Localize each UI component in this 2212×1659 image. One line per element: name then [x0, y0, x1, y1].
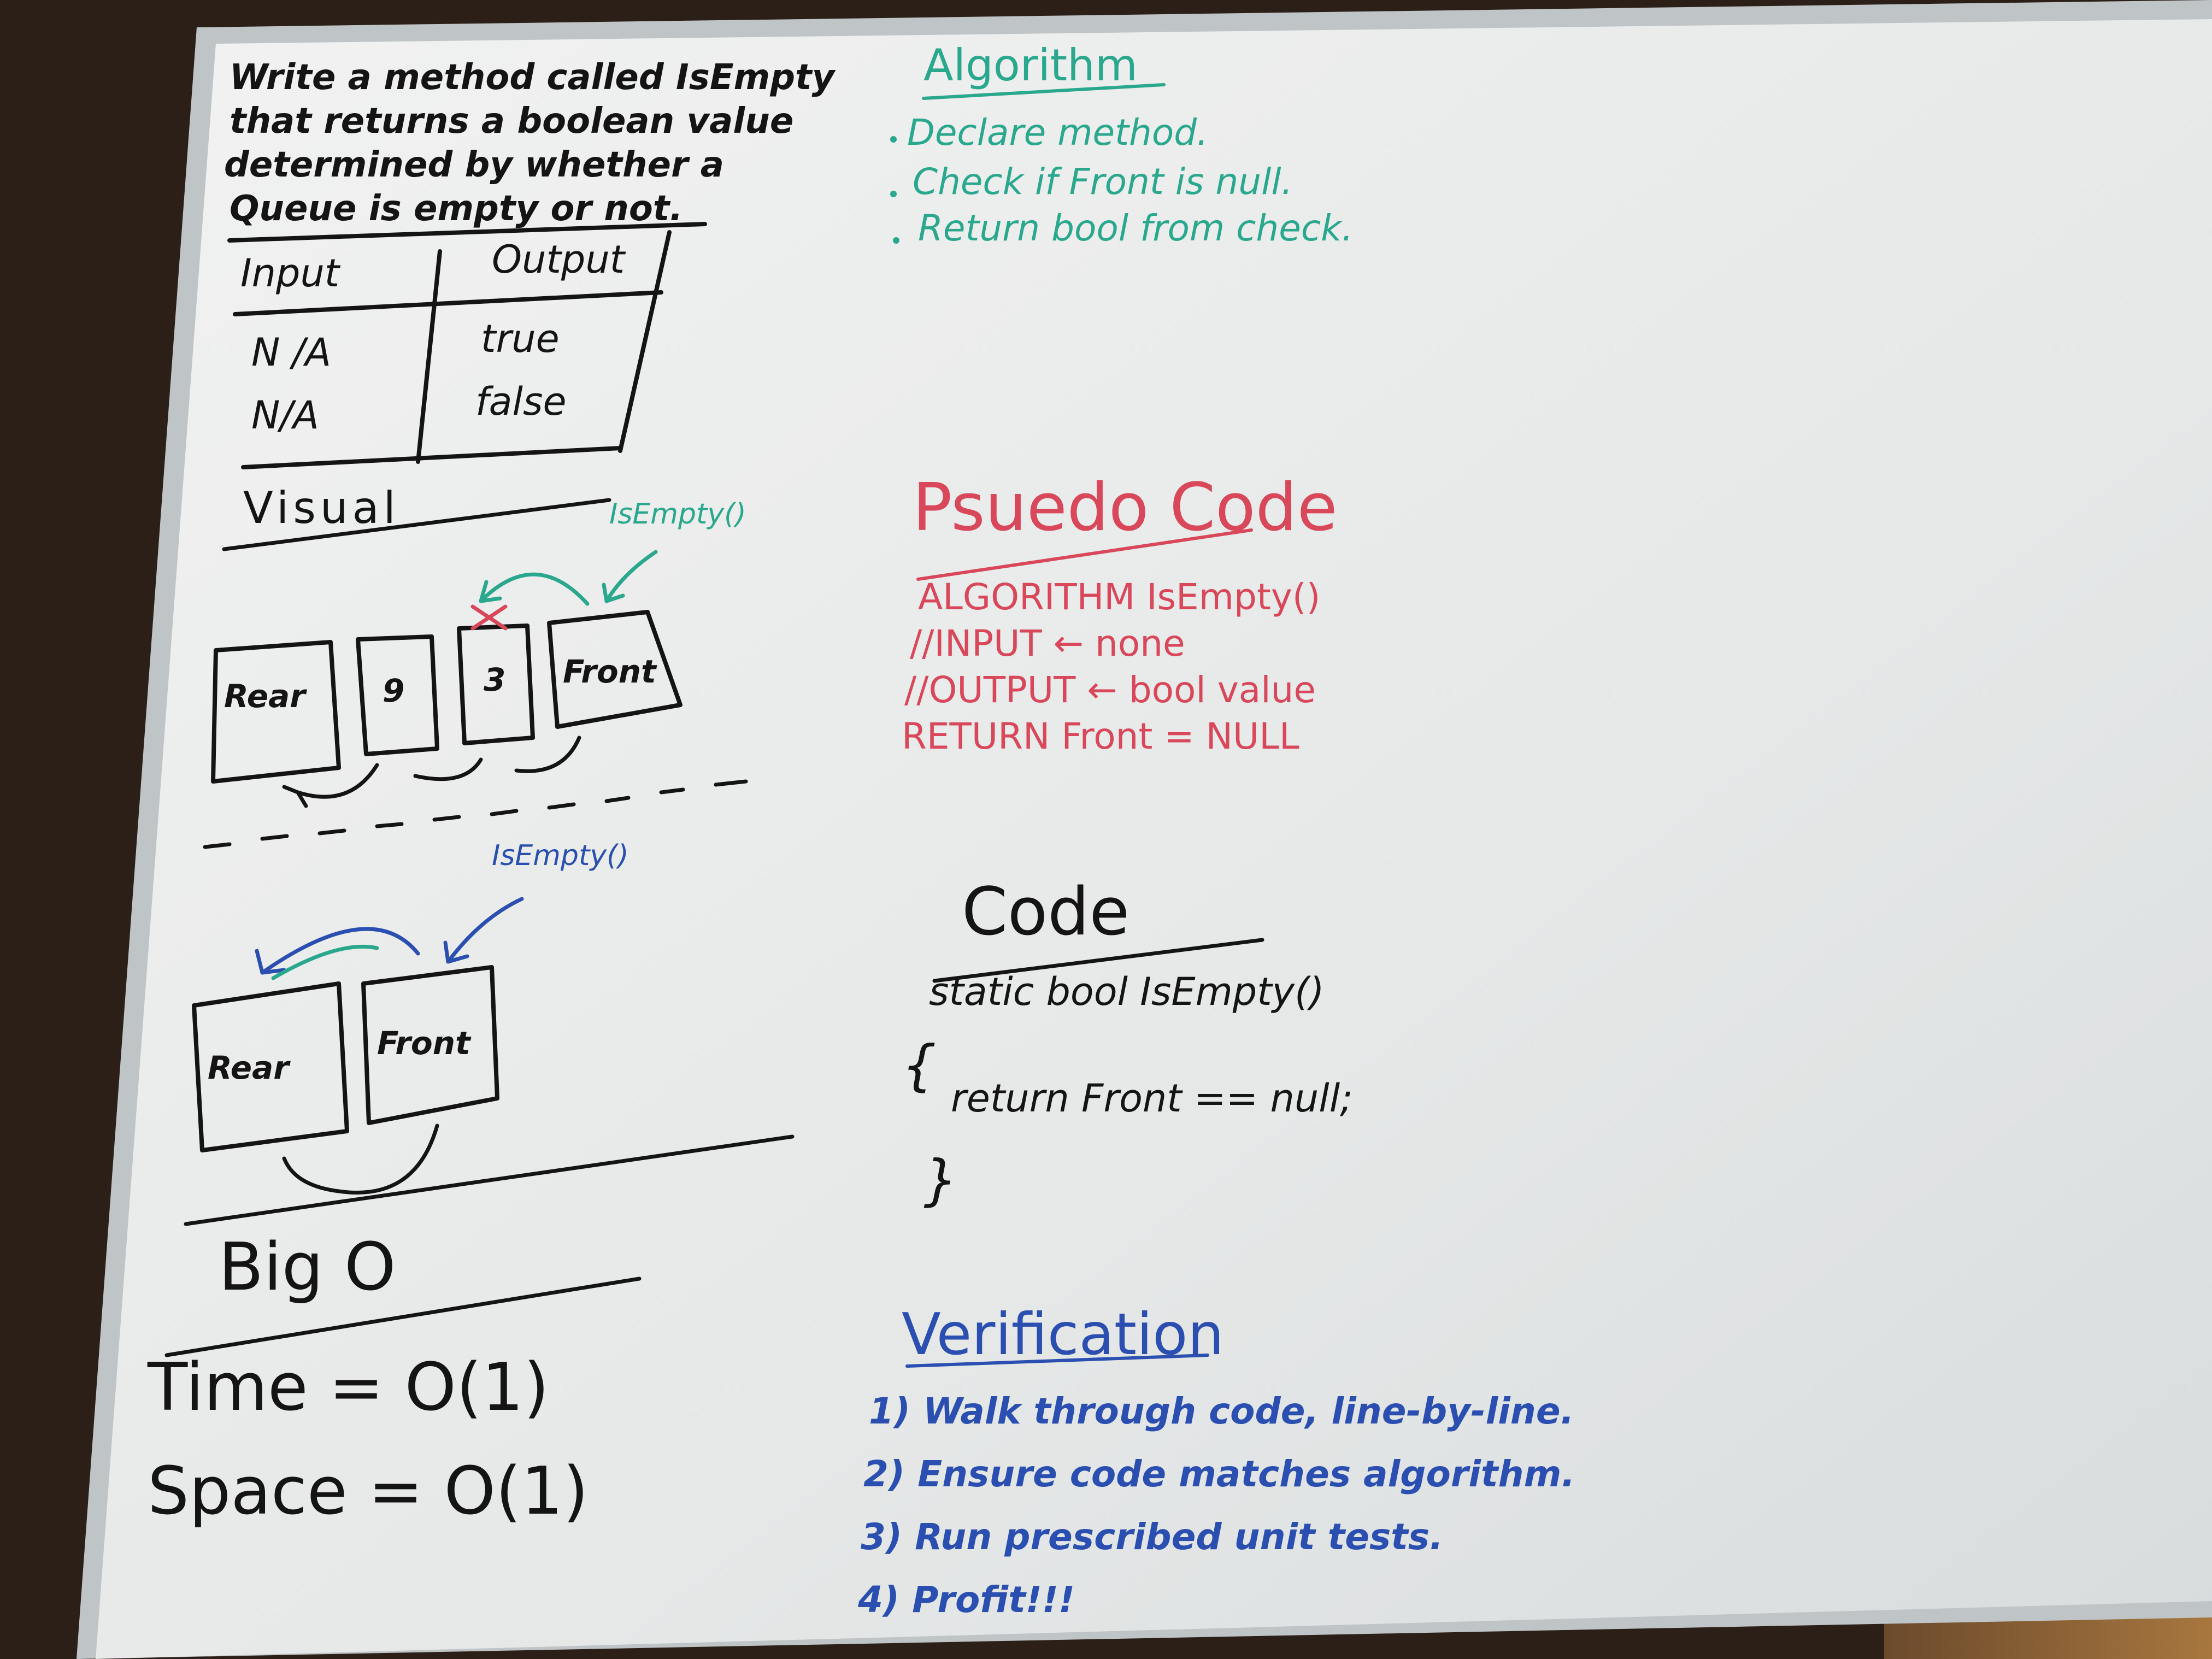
table-cell: N/A [251, 393, 319, 438]
big-o-space: Space = O(1) [148, 1454, 589, 1529]
diagram1-node-front [547, 610, 683, 729]
problem-line: that returns a boolean value [230, 101, 794, 142]
problem-line: Write a method called IsEmpty [230, 57, 835, 98]
algorithm-step: Check if Front is null. [913, 161, 1293, 203]
visual-heading: Visual [243, 483, 400, 533]
diagram2-label-front: Front [377, 1025, 470, 1062]
problem-line: determined by whether a [224, 145, 724, 185]
pseudo-heading: Psuedo Code [913, 470, 1338, 546]
code-heading: Code [962, 874, 1130, 950]
verification-step: 2) Ensure code matches algorithm. [863, 1453, 1575, 1495]
diagram1-next-arrows [282, 736, 581, 808]
table-header-input: Input [240, 251, 340, 296]
diagram1-label-3: 3 [484, 661, 506, 698]
diagram1-label-9: 9 [383, 672, 405, 709]
pseudo-line: RETURN Front = NULL [902, 715, 1299, 757]
diagram2-call-label: IsEmpty() [492, 839, 629, 872]
diagram2-call-arrows [255, 897, 524, 980]
code-line: { [902, 1033, 937, 1097]
algorithm-step: Declare method. [907, 111, 1209, 154]
table-cell: N /A [251, 330, 332, 375]
table-cell: true [481, 316, 560, 361]
code-line: static bool IsEmpty() [929, 969, 1325, 1014]
code-line: return Front == null; [951, 1076, 1353, 1121]
diagram1-call-label: IsEmpty() [609, 498, 746, 531]
algorithm-heading: Algorithm [923, 40, 1138, 91]
diagram2-boxes [192, 965, 499, 1152]
table-header-output: Output [492, 237, 625, 282]
verification-step: 1) Walk through code, line-by-line. [869, 1390, 1574, 1432]
diagram2-next-arrow [282, 1123, 439, 1195]
io-table-lines [227, 222, 707, 469]
problem-line: Queue is empty or not. [230, 189, 683, 229]
section-dividers [164, 498, 1264, 1357]
pseudo-underline [916, 528, 1253, 581]
diagram1-call-arrows [479, 550, 658, 606]
verification-step: 4) Profit!!! [858, 1579, 1075, 1621]
verification-step: 3) Run prescribed unit tests. [861, 1516, 1444, 1558]
big-o-heading: Big O [219, 1229, 396, 1305]
code-line: } [923, 1148, 958, 1212]
pseudo-line: //INPUT ← none [910, 622, 1185, 664]
table-cell: false [475, 379, 567, 424]
algorithm-step: Return bool from check. [918, 207, 1354, 249]
diagram1-label-rear: Rear [224, 678, 305, 715]
diagram1-label-front: Front [563, 653, 656, 690]
diagram1-node-rear [211, 640, 341, 784]
pseudo-line: //OUTPUT ← bool value [904, 669, 1316, 711]
removed-mark-icon [470, 604, 508, 631]
big-o-time: Time = O(1) [148, 1350, 549, 1426]
diagram1-node-9 [356, 634, 439, 756]
verification-heading: Verification [902, 1301, 1224, 1368]
diagram2-node-rear [192, 981, 349, 1152]
algorithm-bullets [890, 136, 899, 244]
algorithm-underline [922, 83, 1166, 100]
diagram2-label-rear: Rear [208, 1049, 289, 1086]
pseudo-line: ALGORITHM IsEmpty() [918, 576, 1321, 618]
diagram2-node-front [361, 965, 499, 1125]
verification-underline [905, 1354, 1209, 1368]
